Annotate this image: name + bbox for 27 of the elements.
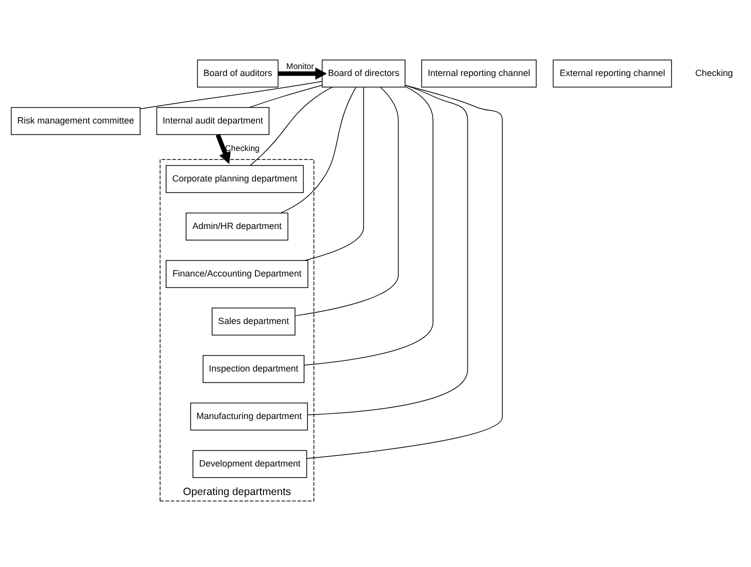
node-box: Risk management committee [10,107,141,136]
node-box: Admin/HR department [186,212,288,241]
node-box: Finance/Accounting Department [166,260,308,288]
node-box: Development department [192,450,308,478]
node-box: Sales department [212,308,296,336]
node-box: External reporting channel [552,60,672,88]
node-box: Inspection department [202,355,304,383]
connector [249,84,322,108]
node-box: Manufacturing department [190,402,308,430]
arrow [278,67,327,80]
arrow [216,134,231,164]
connector [294,86,399,316]
connector [140,81,323,110]
connector [304,86,434,366]
connector [250,86,333,166]
connector [280,86,356,214]
connector [304,86,364,261]
node-box: Internal reporting channel [421,60,537,88]
edge-label: Monitor [286,60,314,71]
connector [307,84,468,416]
edge-label: Checking [225,143,260,154]
node-box: Internal audit department [156,107,270,136]
connector [306,84,503,459]
label: Checking [695,68,733,78]
node-box: Corporate planning department [166,165,304,194]
node-box: Board of auditors [197,60,278,88]
node-box: Board of directors [322,60,406,88]
